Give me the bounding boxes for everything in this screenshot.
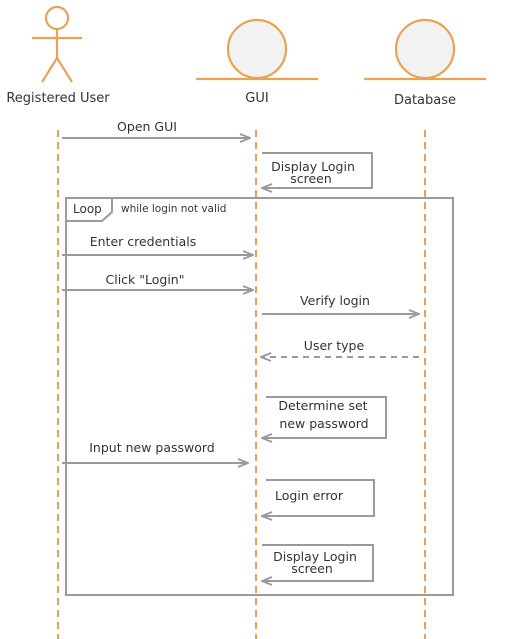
display-login-1-label-line1: Display Login	[271, 159, 355, 174]
loop-condition: while login not valid	[121, 203, 226, 215]
loop-tag-label: Loop	[73, 202, 102, 216]
gui-boundary-icon	[196, 18, 318, 81]
login-error-label: Login error	[275, 488, 344, 503]
display-login-2-label-line2: screen	[291, 561, 333, 576]
user-type-label: User type	[304, 338, 365, 353]
loop-tag-box	[66, 197, 113, 222]
verify-login-label: Verify login	[300, 293, 370, 308]
click-login-label: Click "Login"	[106, 272, 185, 287]
actor-registered-user-icon	[32, 5, 82, 83]
display-login-2-label-line1: Display Login	[273, 549, 357, 564]
open-gui-label: Open GUI	[117, 119, 177, 134]
determine-password-label-line2: new password	[279, 416, 368, 431]
display-login-1-label-line2: screen	[290, 171, 332, 186]
gui-label: GUI	[245, 91, 268, 106]
database-entity-icon	[364, 18, 486, 81]
loop-frame	[65, 197, 454, 596]
database-label: Database	[394, 93, 456, 108]
enter-credentials-label: Enter credentials	[90, 234, 197, 249]
determine-password-arrow	[262, 396, 387, 438]
login-error-arrow	[262, 479, 375, 516]
display-login-1-arrow	[262, 152, 373, 188]
determine-password-label-line1: Determine set	[278, 398, 367, 413]
input-password-label: Input new password	[89, 440, 215, 455]
display-login-2-arrow	[262, 544, 374, 581]
actor-registered-user-label: Registered User	[6, 91, 110, 106]
